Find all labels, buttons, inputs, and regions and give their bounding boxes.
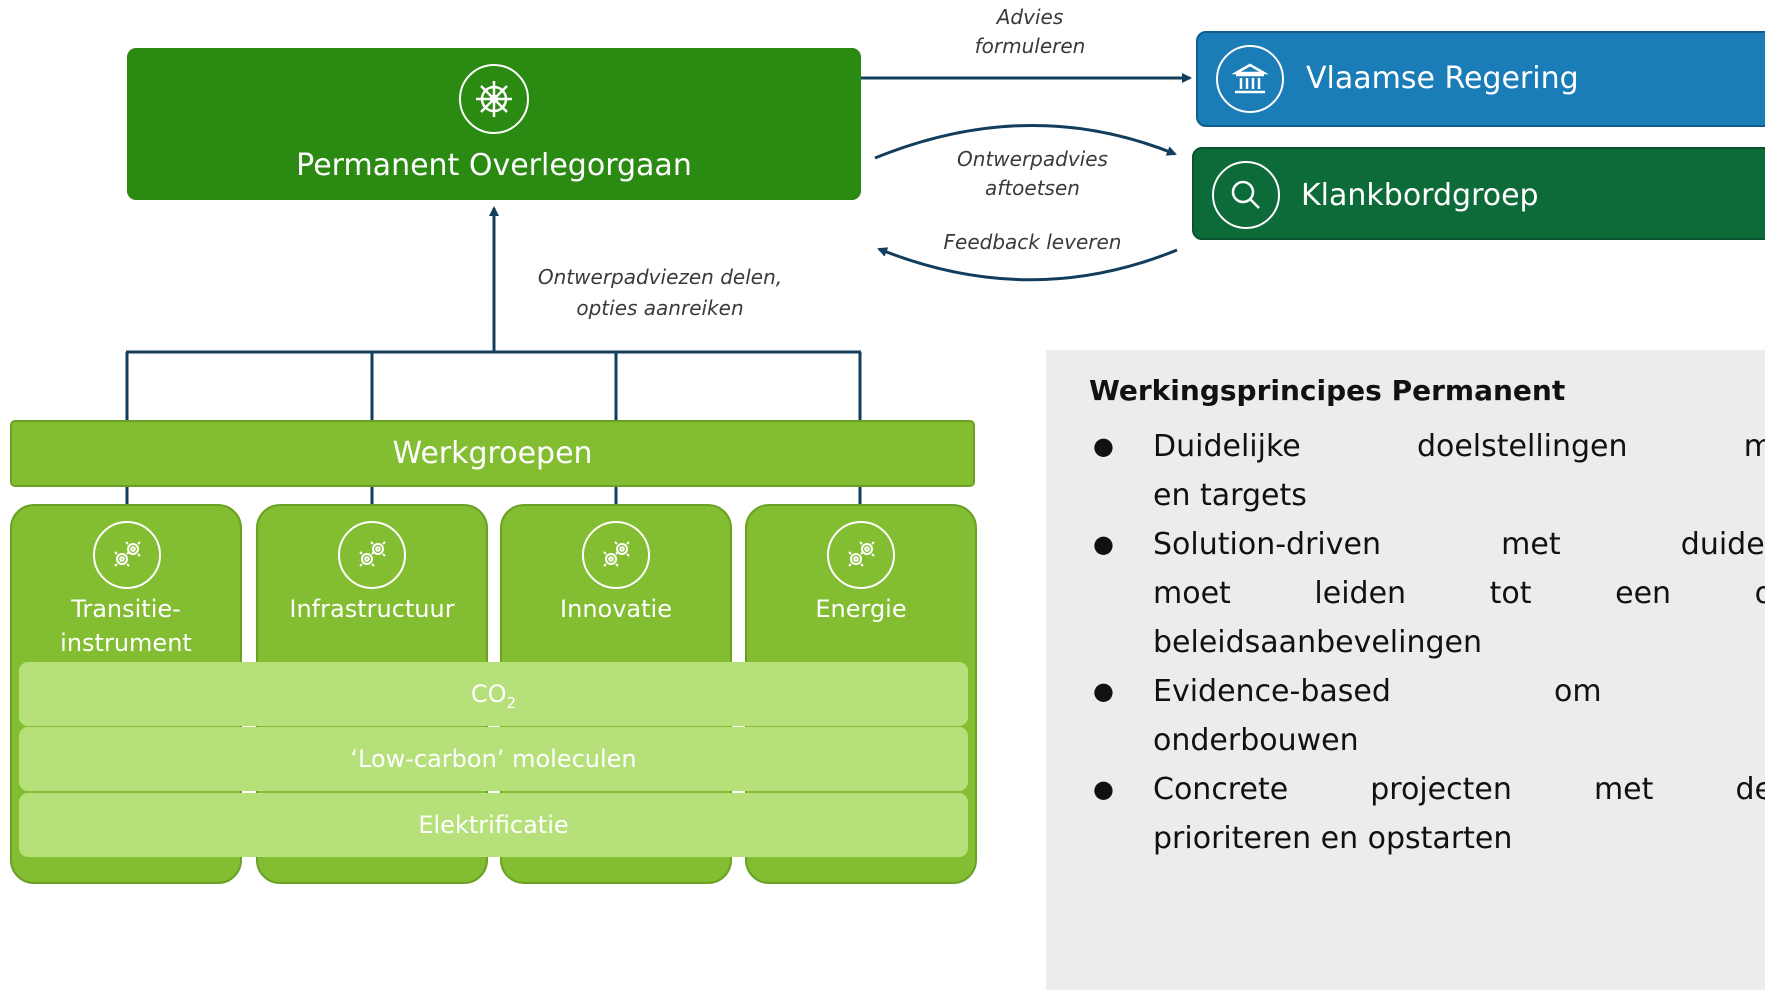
klankbordgroep-label: Klankbordgroep: [1301, 178, 1539, 213]
vlaamse-regering-label: Vlaamse Regering: [1306, 61, 1579, 96]
principle-line: Evidence-based om l: [1153, 674, 1765, 709]
principles-panel: Werkingsprincipes Permanent ● Duidelijke…: [1046, 350, 1765, 990]
government-building-icon: [1216, 45, 1284, 113]
delen-label: Ontwerpadviezen delen, opties aanreiken: [537, 265, 783, 320]
main-title: Permanent Overlegorgaan: [296, 148, 692, 183]
band-low-carbon: ‘Low-carbon’ moleculen: [19, 727, 968, 791]
group-label: Innovatie: [560, 595, 672, 623]
group-label: Energie: [815, 595, 907, 623]
band-label: CO: [470, 680, 507, 708]
principle-line: Concrete projecten met de: [1153, 772, 1765, 807]
vlaamse-regering-box: Vlaamse Regering: [1196, 31, 1765, 127]
gears-icon: [582, 521, 650, 589]
ontwerpadvies-label: Ontwerpadvies aftoetsen: [957, 147, 1108, 200]
principle-item: ● Duidelijke doelstellingen m en targets: [1086, 422, 1765, 520]
magnifier-icon: [1212, 161, 1280, 229]
feedback-label: Feedback leveren: [943, 230, 1122, 254]
principle-line: beleidsaanbevelingen: [1153, 625, 1482, 660]
tree-connector: [125, 206, 862, 504]
principles-title: Werkingsprincipes Permanent: [1089, 374, 1566, 407]
group-label: Infrastructuur: [289, 595, 455, 623]
band-subscript: 2: [506, 693, 517, 712]
band-elektrificatie: Elektrificatie: [19, 793, 968, 857]
permanent-overlegorgaan-box: Permanent Overlegorgaan: [127, 48, 861, 200]
ship-wheel-icon: [459, 64, 529, 134]
principle-line: Solution-driven met duidel: [1153, 527, 1765, 562]
bullet-icon: ●: [1093, 432, 1114, 460]
gears-icon: [827, 521, 895, 589]
bullet-icon: ●: [1093, 775, 1114, 803]
group-label: Transitie- instrument: [60, 595, 192, 657]
gears-icon: [93, 521, 161, 589]
klankbordgroep-box: Klankbordgroep: [1192, 147, 1765, 240]
werkgroepen-bar: Werkgroepen: [10, 420, 975, 487]
principle-line: Duidelijke doelstellingen m: [1153, 429, 1765, 464]
bullet-icon: ●: [1093, 677, 1114, 705]
principle-item: ● Solution-driven met duidel moet leiden…: [1086, 520, 1765, 667]
principle-line: moet leiden tot een o: [1153, 576, 1765, 611]
principle-line: prioriteren en opstarten: [1153, 821, 1513, 856]
ontwerpadvies-arrow: [874, 124, 1177, 160]
band-co2: CO2: [19, 662, 968, 726]
principle-item: ● Concrete projecten met de prioriteren …: [1086, 765, 1765, 863]
connector-lines: [125, 73, 1192, 504]
principles-list: ● Duidelijke doelstellingen m en targets…: [1086, 422, 1765, 863]
gears-icon: [338, 521, 406, 589]
principle-item: ● Evidence-based om l onderbouwen: [1086, 667, 1765, 765]
advies-label: Advies formuleren: [974, 5, 1086, 58]
principle-line: en targets: [1153, 478, 1307, 513]
bullet-icon: ●: [1093, 530, 1114, 558]
feedback-arrow: [877, 247, 1178, 282]
principle-line: onderbouwen: [1153, 723, 1359, 758]
